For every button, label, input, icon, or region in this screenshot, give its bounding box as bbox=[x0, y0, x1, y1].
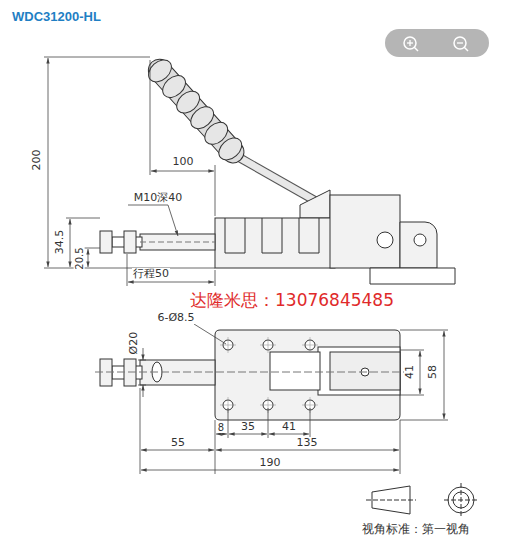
dimension: 35 bbox=[240, 421, 256, 433]
dimension: 135 bbox=[296, 437, 319, 449]
dimension: 41 bbox=[404, 364, 416, 380]
dimension: 55 bbox=[170, 437, 186, 449]
dimension: 41 bbox=[281, 421, 297, 433]
dimension: Ø20 bbox=[128, 331, 140, 356]
watermark: 达隆米思：13076845485 bbox=[189, 291, 395, 310]
dimension: 20.5 bbox=[73, 246, 84, 270]
hole-note: 6-Ø8.5 bbox=[156, 312, 195, 324]
drawing-title: WDC31200-HL bbox=[12, 9, 101, 24]
zoom-controls bbox=[385, 29, 489, 57]
dimension-lines bbox=[138, 324, 448, 474]
dimension: 行程50 bbox=[132, 268, 170, 280]
thread-note: M10深40 bbox=[133, 192, 184, 204]
dimension: 8 bbox=[217, 422, 225, 433]
dimension: 58 bbox=[427, 364, 439, 380]
view-standard-note: 视角标准：第一视角 bbox=[361, 523, 471, 536]
dimension: 34.5 bbox=[54, 229, 66, 256]
side-view bbox=[100, 53, 455, 284]
projection-symbol bbox=[366, 483, 478, 517]
dimension: 200 bbox=[31, 149, 43, 172]
dimension-lines bbox=[44, 57, 215, 286]
dimension: 100 bbox=[172, 156, 195, 168]
dimension: 190 bbox=[259, 457, 282, 469]
top-view bbox=[95, 330, 405, 420]
